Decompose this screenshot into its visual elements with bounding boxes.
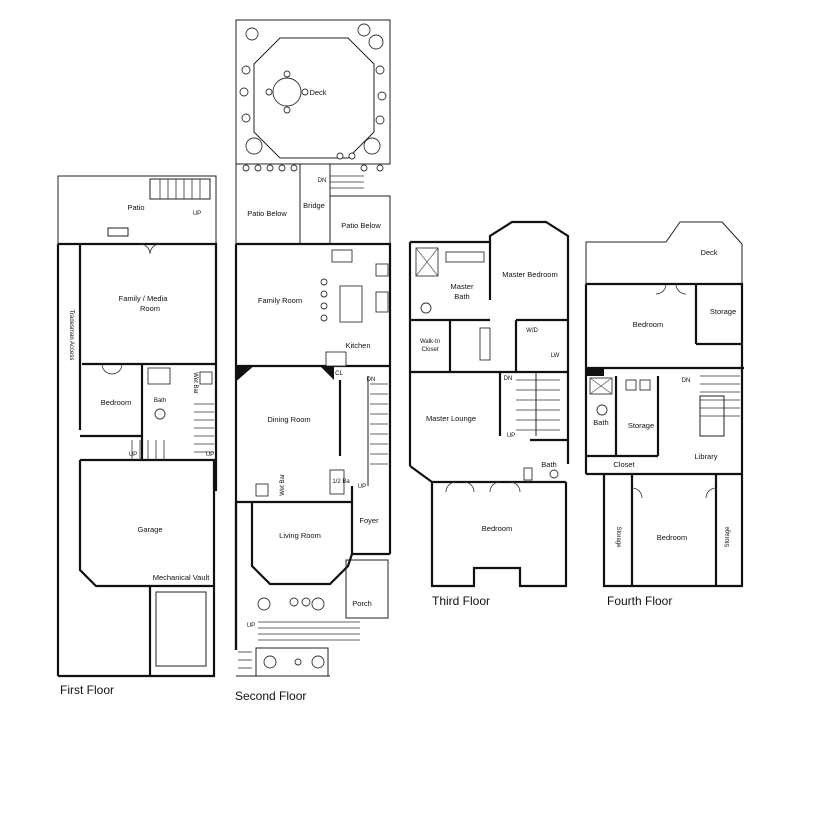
second-floor-deck-label: Deck (309, 88, 326, 97)
third-floor-wd-label: W/D (526, 328, 538, 334)
third-floor-master-lounge-label: Master Lounge (426, 414, 476, 423)
second-floor-cl-label: CL (335, 371, 343, 377)
second-floor-dn-bridge-label: DN (318, 178, 327, 184)
second-floor-foyer-label: Foyer (359, 516, 379, 525)
third-floor-title: Third Floor (432, 594, 490, 608)
first-floor-mechanical-vault-label: Mechanical Vault (153, 573, 210, 582)
fourth-floor-title: Fourth Floor (607, 594, 672, 608)
fourth-floor-storage-right-label: Storage (725, 526, 731, 548)
third-floor-master-bath-label-line1: Master (451, 282, 474, 291)
first-floor-wet-bar-label: Wet Bar (192, 372, 198, 394)
second-floor-dn-hall-label: DN (367, 377, 376, 383)
first-floor-garage-label: Garage (137, 525, 162, 534)
third-floor-up-label: UP (507, 433, 515, 439)
first-floor-tradesman-access-label: Tradesman Access (68, 310, 74, 361)
second-floor-title: Second Floor (235, 689, 306, 703)
first-floor-family-media-label-line2: Room (140, 304, 160, 313)
fourth-floor-storage-mid-label: Storage (628, 421, 654, 430)
second-floor-plan (234, 19, 392, 677)
second-floor-porch-label: Porch (352, 599, 372, 608)
second-floor-bridge-label: Bridge (303, 201, 325, 210)
second-floor-dining-room-label: Dining Room (267, 415, 310, 424)
fourth-floor-storage-top-label: Storage (710, 307, 736, 316)
second-floor-family-room-label: Family Room (258, 296, 302, 305)
fourth-floor-plan (584, 221, 744, 588)
fourth-floor-library-label: Library (695, 452, 718, 461)
first-floor-up-left-label: UP (129, 452, 137, 458)
third-floor-master-bath-label-line2: Bath (454, 292, 469, 301)
second-floor-patio-below-left-label: Patio Below (247, 209, 287, 218)
fourth-floor-bedroom-bottom-label: Bedroom (657, 533, 687, 542)
fourth-floor-storage-left-label: Storage (615, 526, 621, 548)
third-floor-plan (408, 220, 570, 588)
first-floor-title: First Floor (60, 683, 114, 697)
second-floor-wet-bar-label: Wet Bar (280, 474, 286, 496)
second-floor-patio-below-right-label: Patio Below (341, 221, 381, 230)
fourth-floor-bedroom-top-label: Bedroom (633, 320, 663, 329)
fourth-floor-closet-label: Closet (613, 460, 635, 469)
second-floor-living-room-label: Living Room (279, 531, 321, 540)
first-floor-plan (56, 175, 218, 678)
first-floor-bedroom-label: Bedroom (101, 398, 131, 407)
third-floor-dn-label: DN (504, 376, 513, 382)
third-floor-bath-label: Bath (541, 460, 556, 469)
third-floor-master-bedroom-label: Master Bedroom (502, 270, 557, 279)
second-floor-up-porch-label: UP (247, 623, 255, 629)
second-floor-up-hall-label: UP (358, 484, 366, 490)
third-floor-lw-label: LW (551, 353, 560, 359)
second-floor-kitchen-label: Kitchen (345, 341, 370, 350)
third-floor-walk-in-closet-label-line1: Walk-In (420, 339, 440, 345)
first-floor-patio-label: Patio (127, 203, 144, 212)
first-floor-up-patio-label: UP (193, 211, 201, 217)
third-floor-walk-in-closet-label-line2: Closet (421, 347, 438, 353)
first-floor-family-media-label-line1: Family / Media (119, 294, 169, 303)
second-floor-half-bath-label: 1/2 Ba (332, 479, 350, 485)
first-floor-up-right-label: UP (206, 452, 214, 458)
third-floor-bedroom-label: Bedroom (482, 524, 512, 533)
fourth-floor-bath-label: Bath (593, 418, 608, 427)
fourth-floor-dn-label: DN (682, 378, 691, 384)
first-floor-bath-label: Bath (154, 398, 166, 404)
fourth-floor-deck-label: Deck (700, 248, 717, 257)
